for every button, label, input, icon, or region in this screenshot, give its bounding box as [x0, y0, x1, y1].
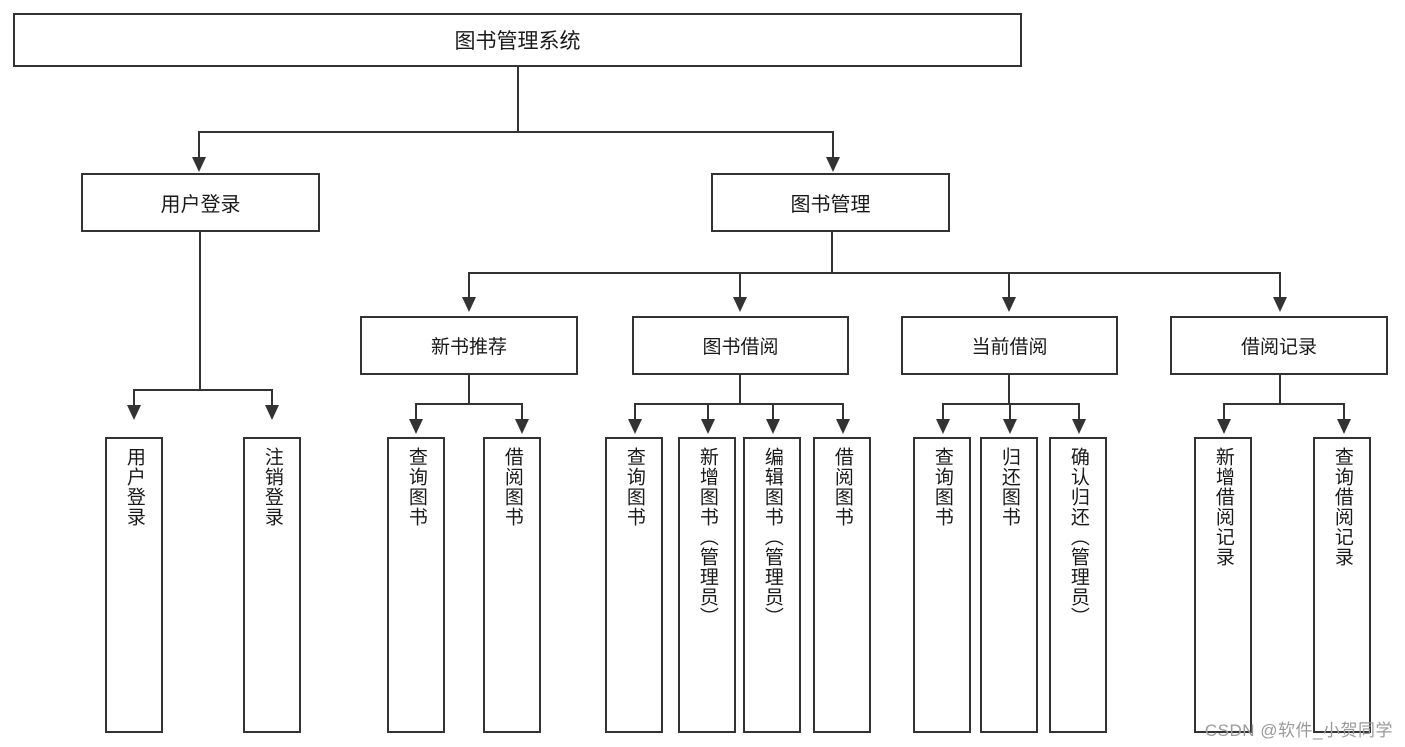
arrow-head-root-1 — [192, 157, 206, 172]
arrow-head-borrow-record-1 — [1217, 419, 1231, 434]
connector-book-borrow-stem — [739, 375, 741, 405]
connector-borrow-record-drop-2 — [1343, 403, 1345, 421]
arrow-head-book-mgmt-2 — [733, 297, 747, 312]
node-label: 图书管理 — [790, 194, 871, 216]
arrow-head-borrow-record-2 — [1337, 419, 1351, 434]
leaf-book-borrow-edit-book[interactable]: 编辑图书（管理员） — [743, 437, 801, 733]
node-label: 用户登录 — [123, 447, 145, 527]
node-book-management[interactable]: 图书管理 — [711, 173, 950, 232]
node-label: 图书借阅 — [702, 337, 779, 358]
node-new-book-recommend[interactable]: 新书推荐 — [360, 316, 578, 375]
connector-current-borrow-drop-2 — [1009, 403, 1011, 421]
node-label: 查询图书 — [623, 447, 645, 527]
arrow-head-book-borrow-3 — [766, 419, 780, 434]
arrow-head-new-book-1 — [409, 419, 423, 434]
node-borrow-record[interactable]: 借阅记录 — [1170, 316, 1388, 375]
leaf-new-book-query-book[interactable]: 查询图书 — [387, 437, 445, 733]
connector-book-borrow-bus — [634, 403, 842, 405]
connector-book-mgmt-stem — [831, 232, 833, 274]
connector-borrow-record-bus — [1223, 403, 1343, 405]
arrow-head-book-mgmt-4 — [1273, 297, 1287, 312]
node-label: 借阅记录 — [1240, 337, 1317, 358]
leaf-current-borrow-return-book[interactable]: 归还图书 — [980, 437, 1038, 733]
leaf-user-login-login[interactable]: 用户登录 — [105, 437, 163, 733]
node-label: 借阅图书 — [831, 447, 853, 527]
connector-root-drop-1 — [198, 131, 200, 159]
arrow-head-current-borrow-3 — [1072, 419, 1086, 434]
connector-borrow-record-drop-1 — [1223, 403, 1225, 421]
arrow-head-new-book-2 — [515, 419, 529, 434]
connector-book-mgmt-drop-1 — [468, 272, 470, 299]
arrow-head-book-borrow-2 — [701, 419, 715, 434]
node-label: 查询图书 — [931, 447, 953, 527]
leaf-borrow-record-query-record[interactable]: 查询借阅记录 — [1313, 437, 1371, 733]
node-book-borrow[interactable]: 图书借阅 — [632, 316, 849, 375]
connector-book-borrow-drop-1 — [634, 403, 636, 421]
connector-borrow-record-stem — [1279, 375, 1281, 405]
arrow-head-root-2 — [826, 157, 840, 172]
connector-book-borrow-drop-4 — [842, 403, 844, 421]
connector-current-borrow-stem — [1008, 375, 1010, 405]
connector-book-borrow-drop-3 — [772, 403, 774, 421]
node-label: 确认归还（管理员） — [1067, 447, 1089, 627]
connector-book-mgmt-drop-4 — [1279, 272, 1281, 299]
leaf-borrow-record-add-record[interactable]: 新增借阅记录 — [1194, 437, 1252, 733]
node-label: 查询图书 — [405, 447, 427, 527]
watermark-text: CSDN @软件_小贺同学 — [1204, 721, 1393, 740]
connector-book-mgmt-drop-2 — [739, 272, 741, 299]
connector-book-mgmt-drop-3 — [1008, 272, 1010, 299]
node-current-borrow[interactable]: 当前借阅 — [901, 316, 1118, 375]
connector-new-book-drop-1 — [415, 403, 417, 421]
connector-user-login-drop-1 — [133, 389, 135, 407]
connector-new-book-stem — [468, 375, 470, 405]
connector-user-login-bus — [133, 389, 271, 391]
leaf-book-borrow-add-book[interactable]: 新增图书（管理员） — [678, 437, 736, 733]
leaf-current-borrow-query-book[interactable]: 查询图书 — [913, 437, 971, 733]
connector-book-mgmt-bus — [468, 272, 1280, 274]
node-label: 借阅图书 — [501, 447, 523, 527]
arrow-head-user-login-1 — [127, 405, 141, 420]
arrow-head-book-borrow-1 — [628, 419, 642, 434]
node-user-login[interactable]: 用户登录 — [81, 173, 320, 232]
arrow-head-current-borrow-1 — [936, 419, 950, 434]
node-label: 新增借阅记录 — [1212, 447, 1234, 567]
node-label: 当前借阅 — [971, 337, 1048, 358]
node-label: 新增图书（管理员） — [696, 447, 718, 627]
arrow-head-book-borrow-4 — [836, 419, 850, 434]
connector-root-stem — [517, 67, 519, 131]
connector-user-login-stem — [199, 232, 201, 391]
node-label: 图书管理系统 — [454, 30, 581, 53]
connector-new-book-drop-2 — [521, 403, 523, 421]
connector-book-borrow-drop-2 — [707, 403, 709, 421]
leaf-book-borrow-borrow-book[interactable]: 借阅图书 — [813, 437, 871, 733]
node-label: 新书推荐 — [430, 337, 507, 358]
connector-current-borrow-drop-1 — [942, 403, 944, 421]
node-label: 用户登录 — [160, 194, 241, 216]
node-label: 编辑图书（管理员） — [761, 447, 783, 627]
connector-user-login-drop-2 — [271, 389, 273, 407]
leaf-current-borrow-confirm-return[interactable]: 确认归还（管理员） — [1049, 437, 1107, 733]
leaf-book-borrow-query-book[interactable]: 查询图书 — [605, 437, 663, 733]
node-label: 注销登录 — [261, 447, 283, 527]
connector-root-drop-2 — [832, 131, 834, 159]
arrow-head-current-borrow-2 — [1003, 419, 1017, 434]
node-book-management-system[interactable]: 图书管理系统 — [13, 13, 1022, 67]
arrow-head-book-mgmt-3 — [1002, 297, 1016, 312]
arrow-head-user-login-2 — [265, 405, 279, 420]
node-label: 归还图书 — [998, 447, 1020, 527]
node-label: 查询借阅记录 — [1331, 447, 1353, 567]
connector-new-book-bus — [415, 403, 521, 405]
arrow-head-book-mgmt-1 — [462, 297, 476, 312]
leaf-user-login-logout[interactable]: 注销登录 — [243, 437, 301, 733]
connector-current-borrow-drop-3 — [1078, 403, 1080, 421]
connector-root-bus — [198, 131, 834, 133]
leaf-new-book-borrow-book[interactable]: 借阅图书 — [483, 437, 541, 733]
